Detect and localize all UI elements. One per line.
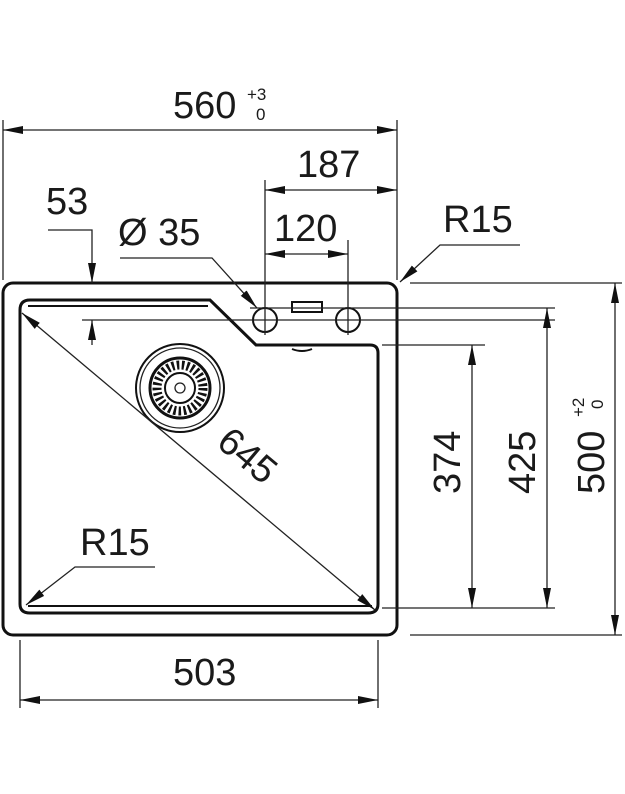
dim-560-label: 560 <box>173 85 236 127</box>
leader-tap-hole <box>120 257 258 309</box>
dim-53-label: 53 <box>46 181 88 223</box>
dim-374-label: 374 <box>427 431 469 494</box>
dim-425-label: 425 <box>502 431 544 494</box>
leader-outer-radius <box>399 244 520 283</box>
dim-outer-radius-label: R15 <box>443 199 513 241</box>
dim-500-tol-lower: 0 <box>588 400 607 409</box>
leader-bowl-radius <box>25 566 155 606</box>
dim-645-label: 645 <box>209 420 285 493</box>
dim-503-label: 503 <box>173 652 236 694</box>
dim-500-tol-upper: +2 <box>569 398 588 417</box>
dim-120-label: 120 <box>274 208 337 250</box>
drain-strainer-icon <box>135 343 225 433</box>
dim-560-tol-lower: 0 <box>256 105 265 124</box>
bowl-outline <box>18 298 380 615</box>
dim-line-645 <box>21 312 376 611</box>
sink-outer-outline <box>1 281 399 637</box>
dim-560-tol-upper: +3 <box>247 85 266 104</box>
dim-53-arrow-top <box>48 229 96 283</box>
dim-500-label: 500 <box>571 431 613 494</box>
dim-187-label: 187 <box>297 144 360 186</box>
overflow-mark <box>291 348 313 352</box>
dim-tap-hole-label: Ø 35 <box>118 212 200 254</box>
overflow-slot <box>291 301 323 313</box>
dim-bowl-radius-label: R15 <box>80 522 150 564</box>
